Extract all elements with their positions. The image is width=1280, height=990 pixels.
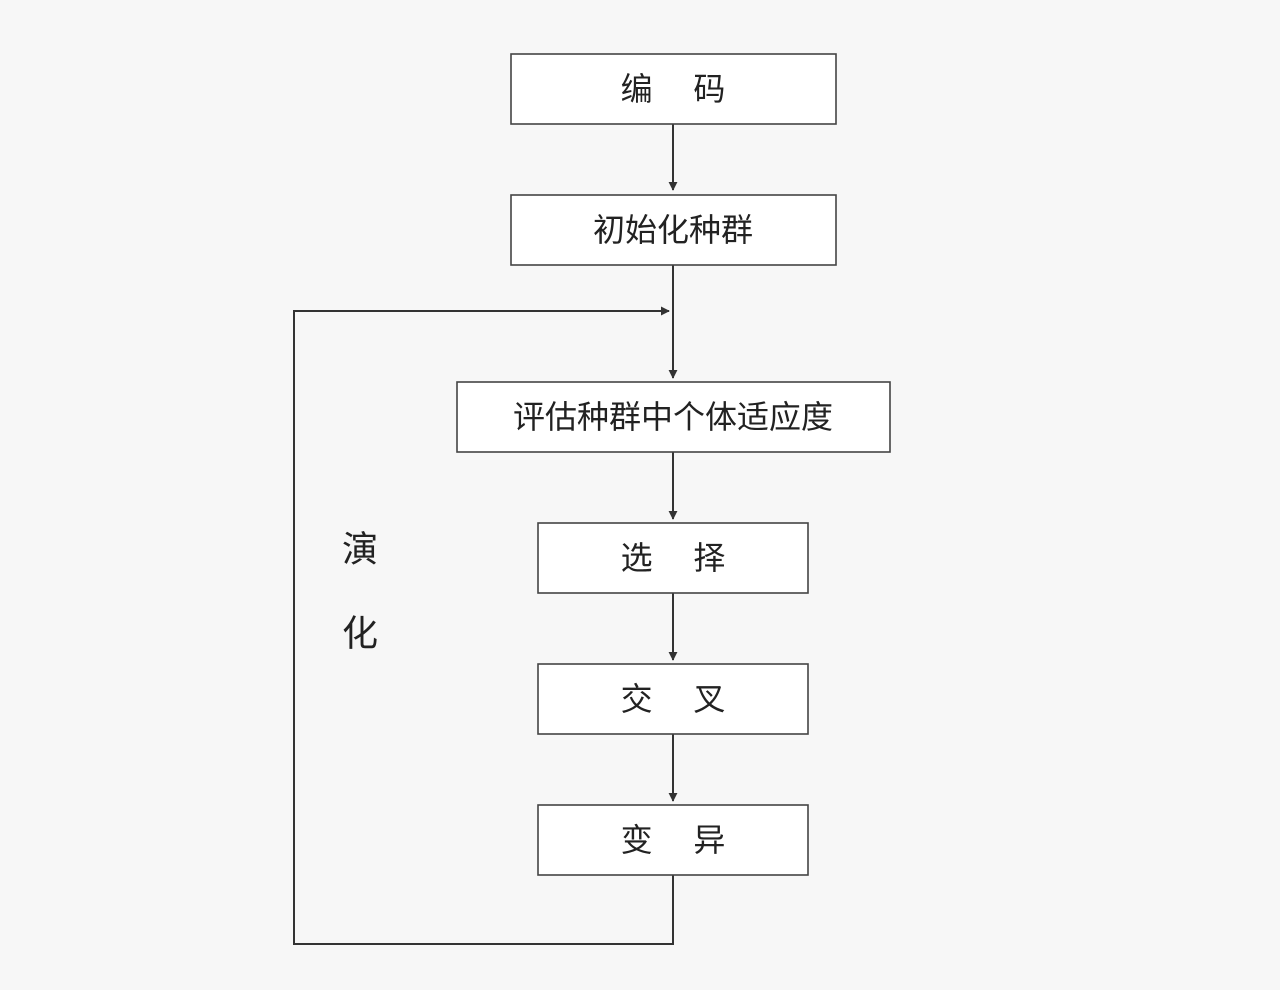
node-init: 初始化种群 — [510, 194, 837, 266]
node-evaluate: 评估种群中个体适应度 — [456, 381, 891, 453]
node-encode: 编 码 — [510, 53, 837, 125]
node-evaluate-box — [456, 381, 891, 453]
node-mutate-box — [537, 804, 809, 876]
loop-label-char-1: 演 — [342, 530, 378, 571]
node-crossover-label: 交 叉 — [621, 680, 726, 718]
node-mutate: 变 异 — [537, 804, 809, 876]
node-crossover: 交 叉 — [537, 663, 809, 735]
node-init-box — [510, 194, 837, 266]
node-evaluate-label: 评估种群中个体适应度 — [513, 398, 833, 436]
node-mutate-label: 变 异 — [621, 821, 726, 859]
node-select-label: 选 择 — [621, 539, 726, 577]
node-select: 选 择 — [537, 522, 809, 594]
node-crossover-box — [537, 663, 809, 735]
edges — [293, 124, 678, 945]
loop-label-char-2: 化 — [342, 614, 378, 655]
node-select-box — [537, 522, 809, 594]
node-encode-box — [510, 53, 837, 125]
loop-mutate-to-evaluate — [293, 306, 674, 945]
node-init-label: 初始化种群 — [593, 211, 753, 249]
node-encode-label: 编 码 — [621, 70, 726, 108]
loop-label: 演 化 — [342, 530, 378, 655]
